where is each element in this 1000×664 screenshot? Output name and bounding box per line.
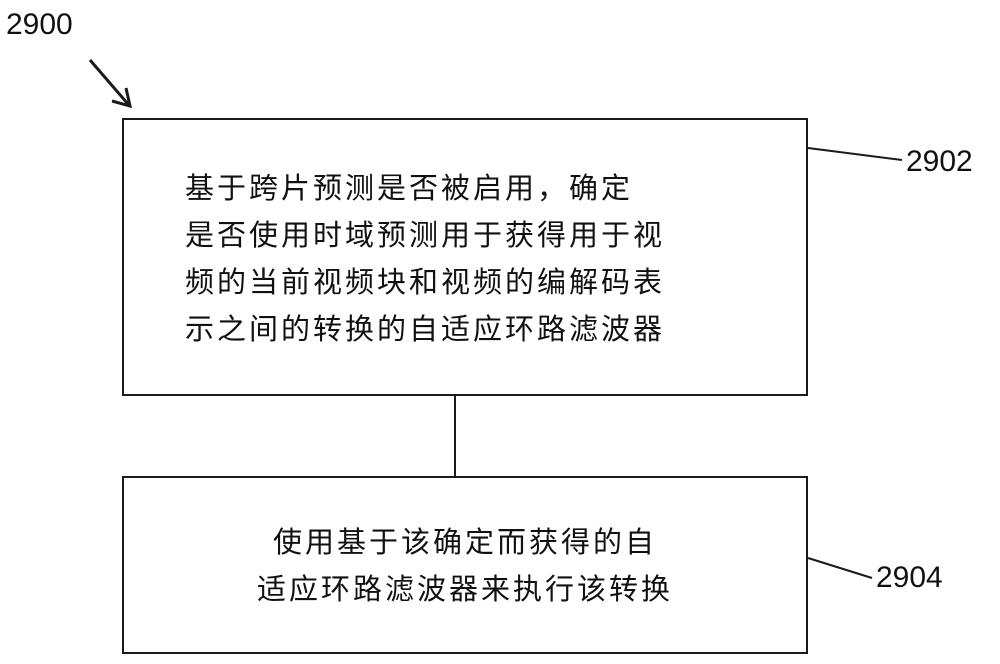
- figure-pointer-arrowhead: [112, 88, 130, 106]
- figure-reference-label: 2900: [6, 10, 73, 40]
- step-1-line: 示之间的转换的自适应环路滤波器: [185, 306, 745, 353]
- figure-pointer-arrow: [90, 60, 128, 104]
- leader-line-step-2: [808, 558, 872, 578]
- step-1-line: 频的当前视频块和视频的编解码表: [185, 259, 745, 306]
- step-2-line: 使用基于该确定而获得的自: [220, 519, 710, 566]
- step-2-reference-label: 2904: [876, 563, 943, 593]
- step-1-reference-label: 2902: [906, 147, 973, 177]
- step-1-line: 是否使用时域预测用于获得用于视: [185, 212, 745, 259]
- step-2-line: 适应环路滤波器来执行该转换: [220, 566, 710, 613]
- step-2-text: 使用基于该确定而获得的自 适应环路滤波器来执行该转换: [220, 519, 710, 613]
- step-2-box: 使用基于该确定而获得的自 适应环路滤波器来执行该转换: [122, 476, 808, 654]
- step-1-box: 基于跨片预测是否被启用，确定 是否使用时域预测用于获得用于视 频的当前视频块和视…: [122, 118, 808, 396]
- step-1-line: 基于跨片预测是否被启用，确定: [185, 165, 745, 212]
- leader-line-step-1: [808, 148, 902, 160]
- step-1-text: 基于跨片预测是否被启用，确定 是否使用时域预测用于获得用于视 频的当前视频块和视…: [185, 165, 745, 353]
